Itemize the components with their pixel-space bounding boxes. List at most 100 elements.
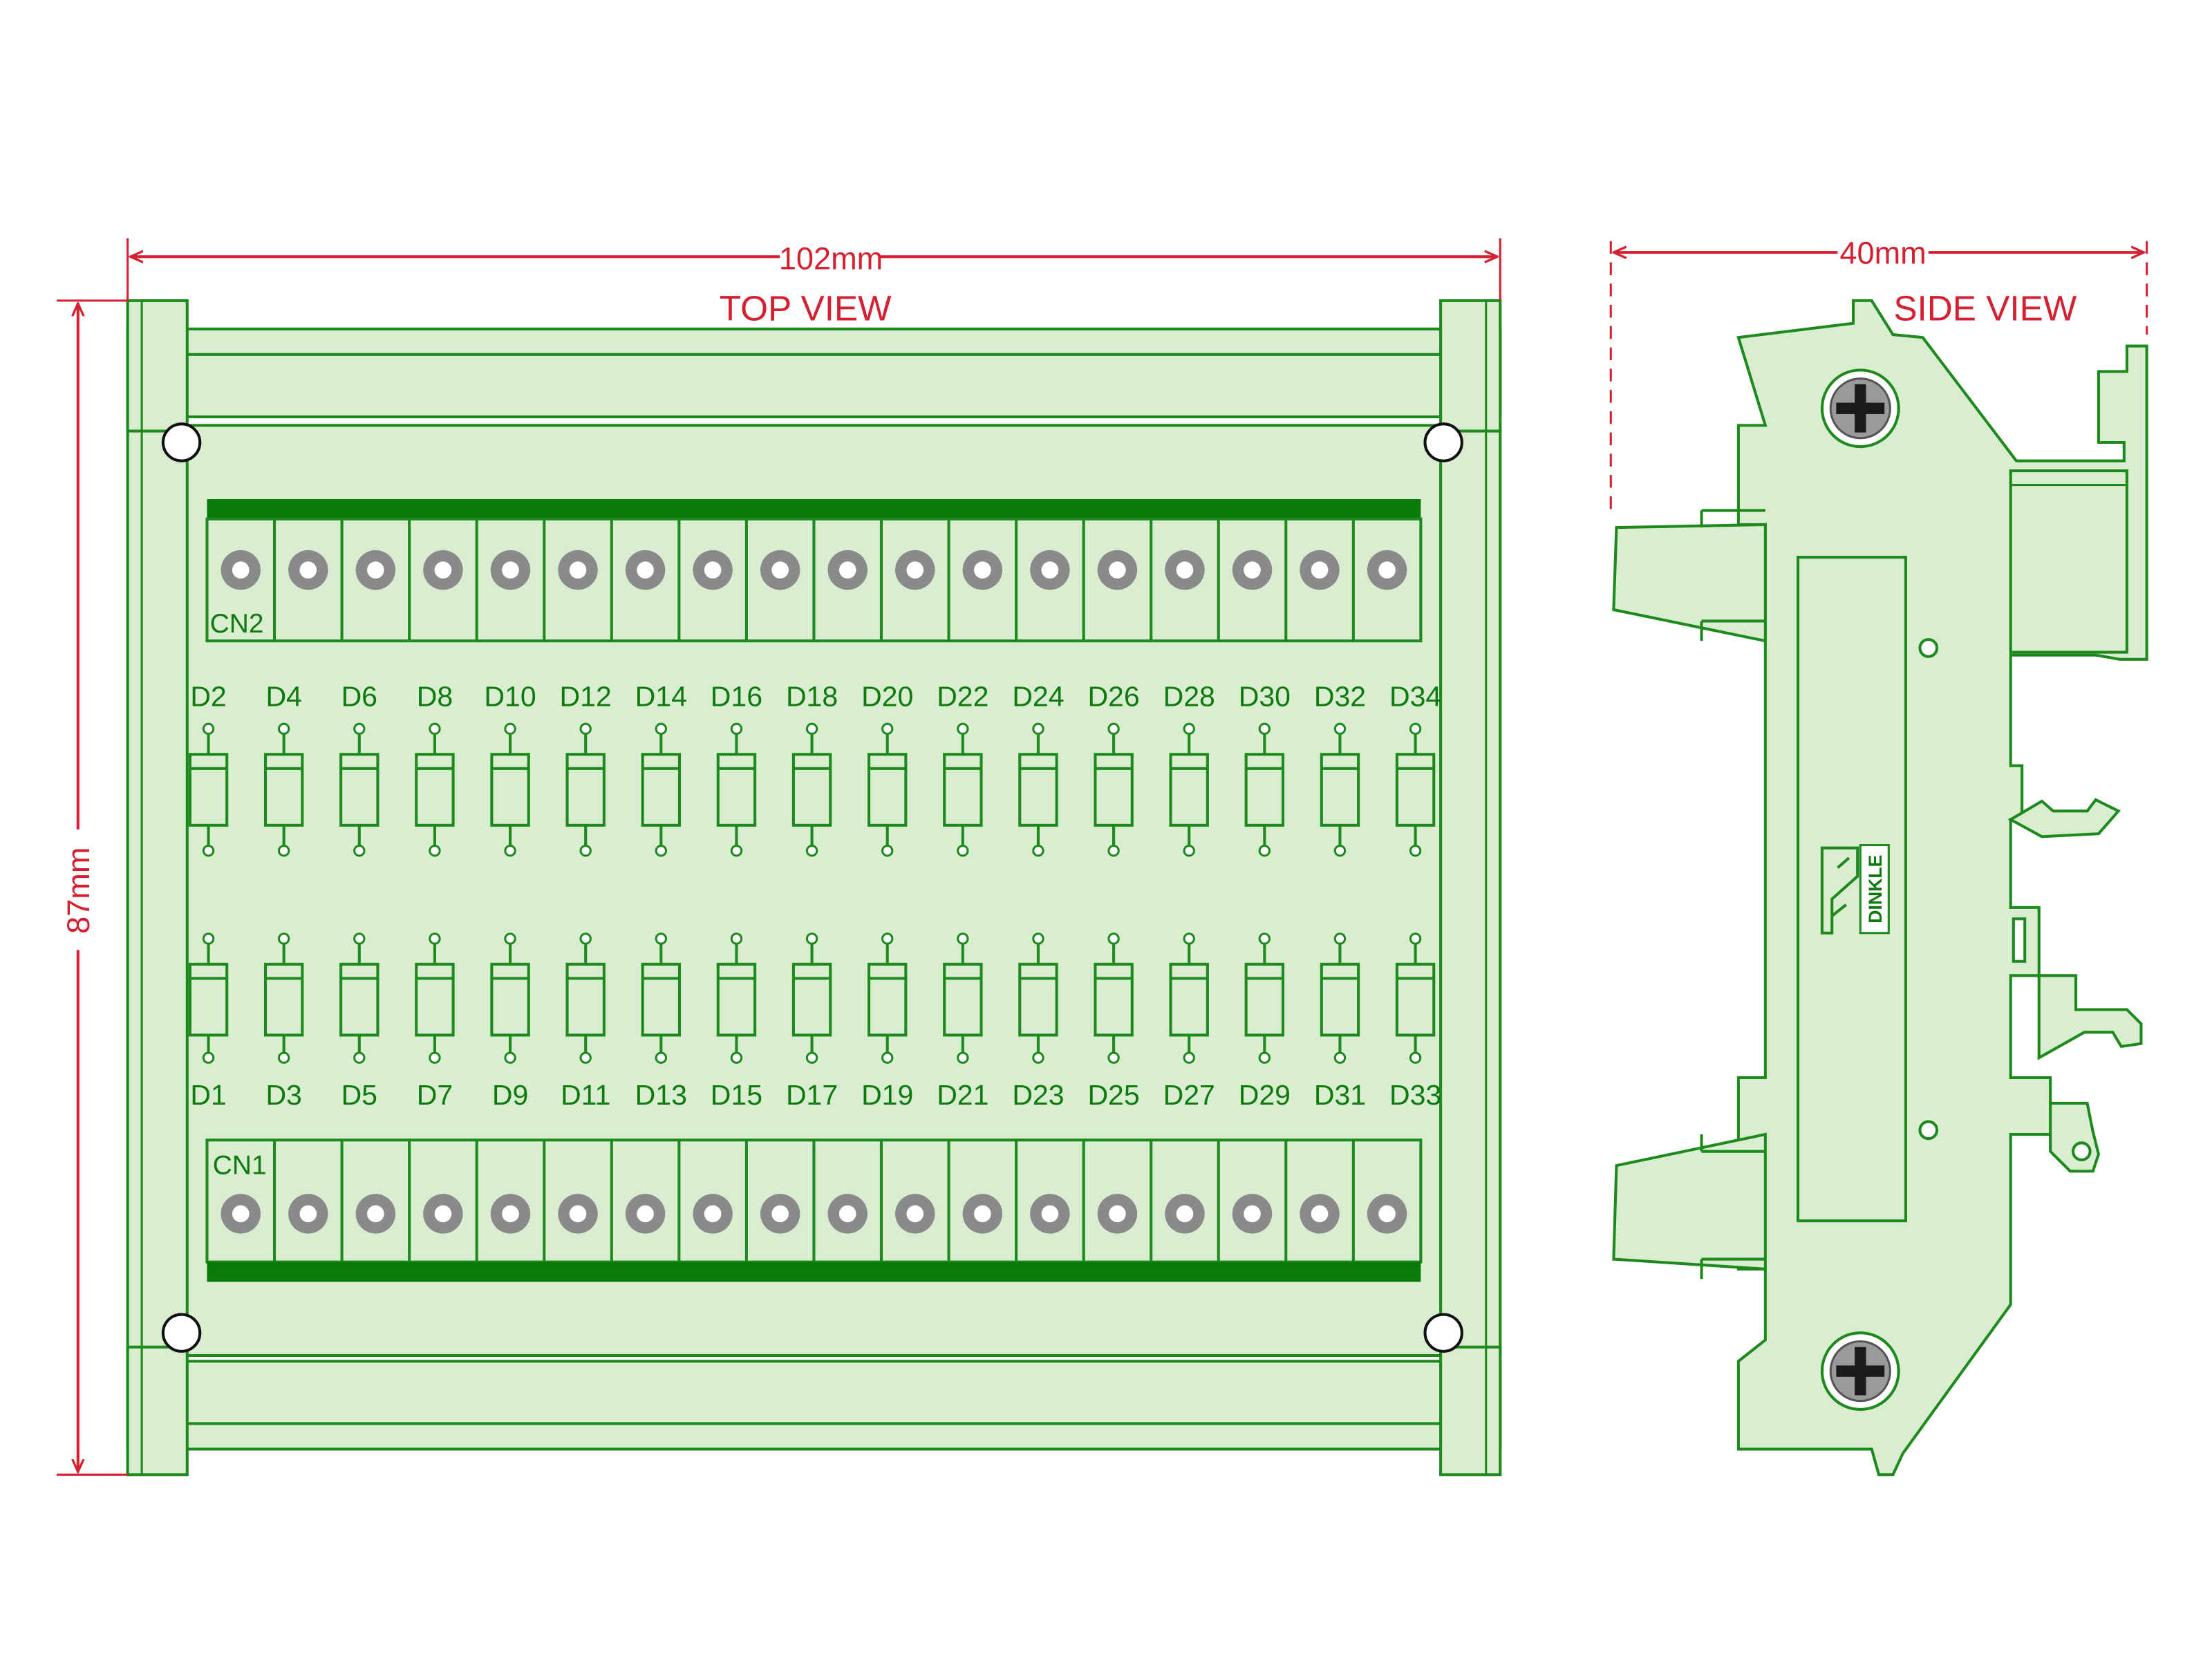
terminal-screw: [625, 1194, 666, 1234]
terminal-screw: [221, 1194, 261, 1234]
diode: [641, 932, 682, 1064]
diode: [565, 932, 606, 1064]
diode-label: D9: [492, 1079, 528, 1111]
end-cap-top-right: [1439, 299, 1502, 433]
terminal-screw: [693, 1194, 733, 1234]
diode-label: D22: [937, 681, 988, 713]
end-cap-bottom-right: [1439, 1345, 1502, 1477]
diode-label: D29: [1239, 1079, 1291, 1111]
plug-top: [1612, 523, 1767, 643]
diode-label: D19: [861, 1079, 913, 1111]
diode: [1018, 722, 1058, 857]
height-dimension-label: 87mm: [61, 847, 96, 934]
diode: [339, 722, 379, 857]
diode: [1094, 722, 1134, 857]
diode-label: D1: [190, 1079, 226, 1111]
terminal-screw: [962, 550, 1003, 590]
terminal-screw: [1097, 1194, 1138, 1234]
diode: [565, 722, 606, 857]
diode: [188, 932, 229, 1064]
screw-top-icon: [1820, 368, 1900, 449]
terminal-screw: [221, 550, 261, 590]
diode-label: D20: [861, 681, 913, 713]
screw-bottom-icon: [1820, 1331, 1900, 1412]
terminal-screw: [355, 550, 396, 590]
diode-label: D2: [190, 681, 226, 713]
side-width-dimension-label: 40mm: [1839, 236, 1926, 271]
bottom-rail: [126, 1360, 1502, 1451]
side-width-dimension: 40mm: [1609, 236, 2148, 511]
diode-label: D11: [561, 1079, 610, 1111]
diode: [415, 932, 455, 1064]
terminal-screw: [288, 550, 328, 590]
mounting-hole: [1423, 422, 1463, 462]
diode: [1169, 722, 1209, 857]
terminal-screw: [895, 550, 935, 590]
diode: [943, 932, 983, 1064]
terminal-screw: [962, 1194, 1003, 1234]
diode: [1320, 932, 1360, 1064]
diode-label: D25: [1087, 1079, 1139, 1111]
diode-label: D8: [417, 681, 453, 713]
end-cap-top-left: [126, 299, 189, 433]
diode-label: D31: [1314, 1079, 1366, 1111]
terminal-screw: [1232, 1194, 1273, 1234]
connector-label-cn2: CN2: [210, 609, 264, 639]
terminal-screw: [1300, 1194, 1340, 1234]
terminal-screw: [1367, 1194, 1407, 1234]
terminal-screw: [760, 1194, 800, 1234]
terminal-screw: [558, 550, 598, 590]
diode: [943, 722, 983, 857]
connector-cn2: CN2: [205, 499, 1423, 643]
terminal-screw: [1300, 550, 1340, 590]
diode: [1244, 932, 1285, 1064]
end-cap-bottom-left: [126, 1345, 189, 1477]
diode-label: D7: [417, 1079, 453, 1111]
diode: [716, 722, 757, 857]
side-view-title: SIDE VIEW: [1893, 289, 2077, 328]
terminal-screw: [1097, 550, 1138, 590]
diode-label: D16: [711, 681, 762, 713]
diode-label: D17: [786, 1079, 838, 1111]
terminal-screw: [558, 1194, 598, 1234]
diode: [791, 722, 832, 857]
top-rail: [126, 327, 1502, 419]
terminal-screw: [625, 550, 666, 590]
terminal-screw: [895, 1194, 935, 1234]
terminal-screw: [827, 1194, 868, 1234]
terminal-screw: [288, 1194, 328, 1234]
latch-hook: [2007, 798, 2121, 838]
connector-cn1: CN1: [205, 1138, 1423, 1282]
diode-label: D13: [635, 1079, 687, 1111]
terminal-screw: [355, 1194, 396, 1234]
dinkle-logo: DINKLE: [1820, 844, 1890, 935]
diode: [263, 932, 304, 1064]
diode: [490, 722, 530, 857]
brand-label: DINKLE: [1865, 855, 1886, 924]
diode-label: D28: [1163, 681, 1215, 713]
diode-label: D3: [265, 1079, 301, 1111]
terminal-screw: [423, 1194, 463, 1234]
terminal-screw: [760, 550, 800, 590]
diode-label: D24: [1012, 681, 1064, 713]
diode-label: D23: [1012, 1079, 1064, 1111]
diode: [1395, 722, 1436, 857]
connector-label-cn1: CN1: [213, 1150, 267, 1180]
terminal-screw: [1165, 1194, 1205, 1234]
terminal-screw: [490, 1194, 531, 1234]
diode-label: D34: [1389, 681, 1441, 713]
terminal-screw: [490, 550, 531, 590]
diode-label: D27: [1163, 1079, 1215, 1111]
terminal-screw: [827, 550, 868, 590]
diode-label: D4: [265, 681, 301, 713]
diode-label: D18: [786, 681, 838, 713]
side-view: DINKLE SIDE VIEW 40mm: [1609, 236, 2148, 1477]
terminal-screw: [693, 550, 733, 590]
width-dimension: 102mm: [126, 238, 1501, 301]
diode-label: D6: [341, 681, 377, 713]
terminal-screw: [423, 550, 463, 590]
din-clip: [2009, 469, 2128, 654]
terminal-screw: [1367, 550, 1407, 590]
